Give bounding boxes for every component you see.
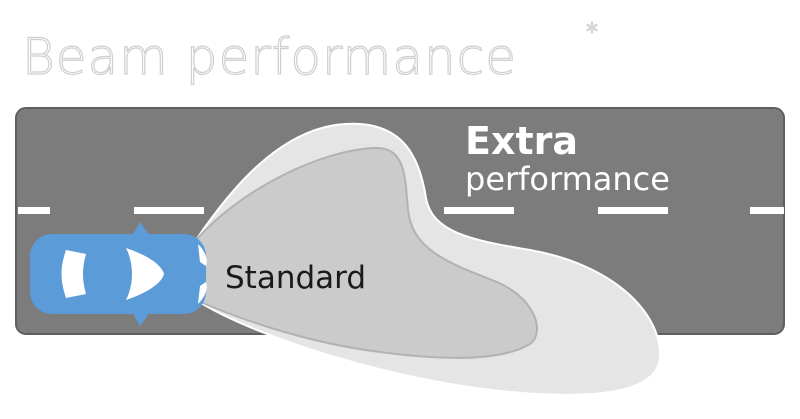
lane-dash bbox=[750, 207, 784, 214]
lane-dash bbox=[18, 207, 50, 214]
lane-dash bbox=[598, 207, 668, 214]
extra-performance-label-line2: performance bbox=[465, 160, 670, 198]
car-headlight-right bbox=[198, 282, 207, 304]
title-group: Beam performance * bbox=[21, 18, 598, 87]
car-headlight-left bbox=[198, 244, 207, 266]
standard-label: Standard bbox=[225, 260, 366, 296]
diagram-title: Beam performance bbox=[22, 28, 517, 86]
title-asterisk: * bbox=[586, 18, 598, 46]
car-mirror-right bbox=[132, 312, 150, 326]
car-windshield bbox=[126, 248, 164, 300]
lane-dash bbox=[444, 207, 514, 214]
car-top-view-icon bbox=[30, 222, 207, 326]
lane-dash bbox=[134, 207, 204, 214]
car-rear-window bbox=[61, 250, 86, 298]
extra-performance-label-line1: Extra bbox=[465, 119, 578, 163]
beam-standard bbox=[195, 146, 538, 359]
car-body bbox=[30, 234, 206, 314]
car-mirror-left bbox=[132, 222, 150, 236]
